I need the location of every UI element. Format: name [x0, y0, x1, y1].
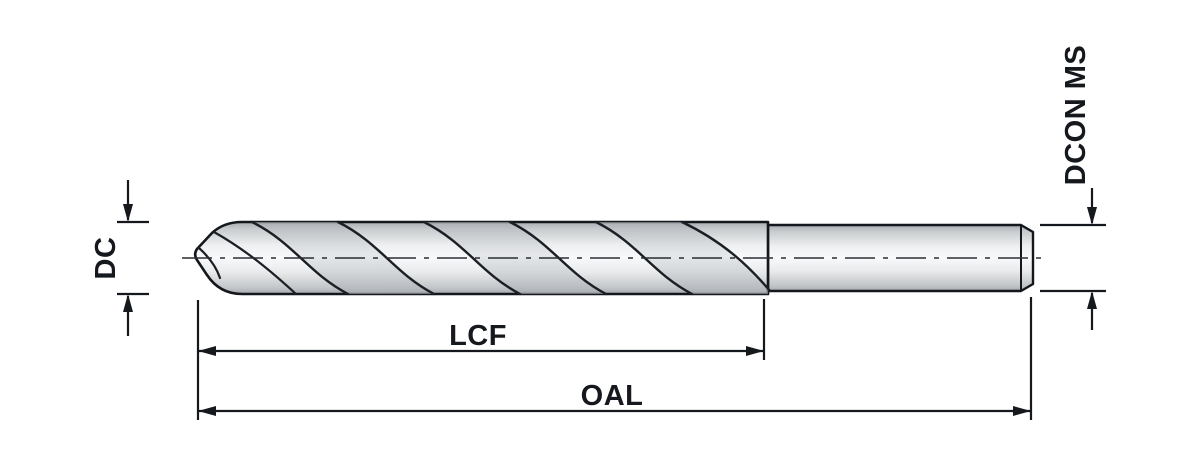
dcon-arrowhead-down	[1087, 207, 1097, 225]
dc-dimension	[117, 180, 149, 336]
oal-label: OAL	[580, 380, 644, 412]
dcon-dimension	[1040, 188, 1106, 330]
oal-arrowhead-left	[198, 406, 216, 416]
lcf-arrowhead-right	[746, 346, 764, 356]
lcf-arrowhead-left	[198, 346, 216, 356]
oal-dimension	[198, 297, 1033, 420]
drill-point-detail	[197, 230, 298, 296]
dcon-arrowhead-up	[1087, 291, 1097, 309]
dc-label: DC	[90, 236, 122, 280]
dc-arrowhead-down	[123, 204, 133, 222]
dcon-ms-label: DCON MS	[1060, 44, 1092, 186]
oal-arrowhead-right	[1013, 406, 1031, 416]
lcf-dimension	[196, 299, 766, 420]
dc-arrowhead-up	[123, 294, 133, 312]
lcf-label: LCF	[449, 320, 507, 352]
